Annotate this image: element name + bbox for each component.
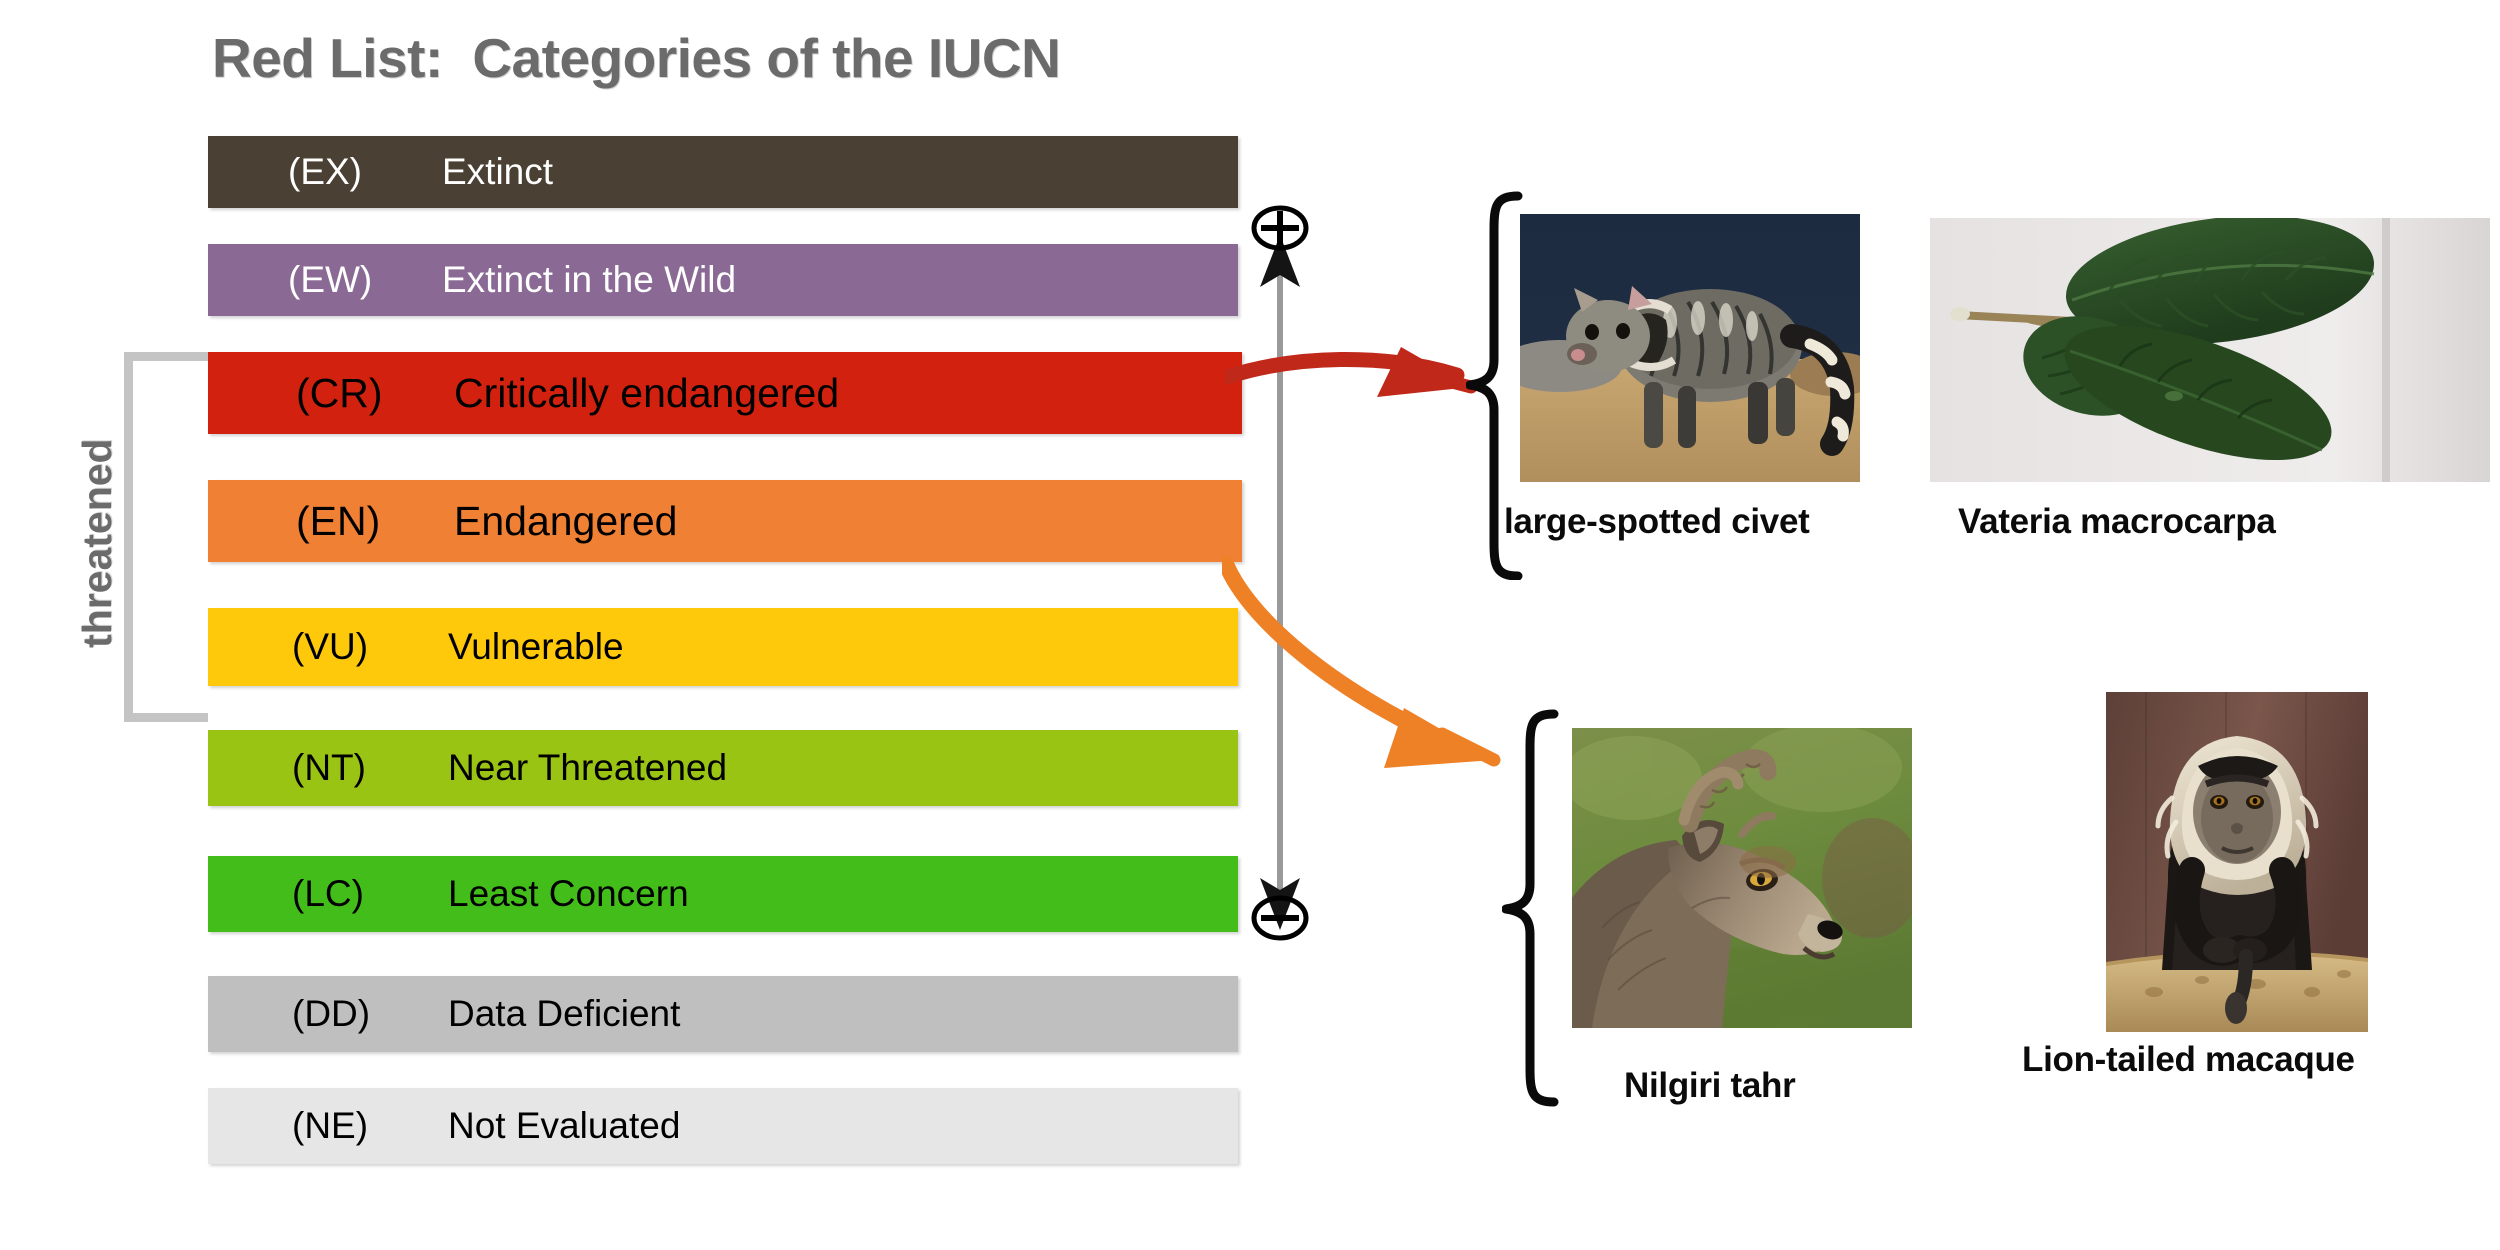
threatened-label: threatened [74, 438, 120, 648]
caption-nilgiri-tahr: Nilgiri tahr [1624, 1066, 1796, 1105]
brace-group-critically-endangered [1466, 191, 1523, 580]
category-code: (EX) [288, 151, 362, 192]
category-bar-ex[interactable]: (EX) Extinct [208, 136, 1238, 208]
category-code: (NT) [292, 747, 366, 788]
category-code: (DD) [292, 993, 371, 1034]
page-title: Red List: Categories of the IUCN [212, 27, 1061, 89]
photo-vateria-macrocarpa [1930, 218, 2490, 482]
photo-nilgiri-tahr [1572, 728, 1912, 1028]
category-code: (NE) [292, 1105, 369, 1146]
caption-vateria-macrocarpa: Vateria macrocarpa [1958, 502, 2276, 541]
category-name: Vulnerable [448, 626, 624, 667]
category-name: Not Evaluated [448, 1105, 681, 1146]
category-name: Near Threatened [448, 747, 728, 788]
threatened-bracket [124, 352, 208, 722]
plus-circle-icon [1251, 205, 1309, 251]
arrow-cr-to-examples [1225, 347, 1478, 397]
category-bar-dd[interactable]: (DD) Data Deficient [208, 976, 1238, 1052]
category-bar-vu[interactable]: (VU) Vulnerable [208, 608, 1238, 686]
caption-large-spotted-civet: large-spotted civet [1504, 502, 1810, 541]
category-name: Extinct in the Wild [442, 259, 737, 300]
category-code: (VU) [292, 626, 369, 667]
arrow-en-to-examples [1222, 556, 1501, 768]
caption-lion-tailed-macaque: Lion-tailed macaque [2022, 1040, 2355, 1079]
category-bar-cr[interactable]: (CR) Critically endangered [208, 352, 1242, 434]
photo-large-spotted-civet [1520, 214, 1860, 482]
category-name: Data Deficient [448, 993, 681, 1034]
category-name: Extinct [442, 151, 554, 192]
category-name: Least Concern [448, 873, 689, 914]
category-bar-ne[interactable]: (NE) Not Evaluated [208, 1088, 1238, 1164]
photo-lion-tailed-macaque [2106, 692, 2368, 1032]
category-name: Critically endangered [454, 369, 840, 416]
category-bar-lc[interactable]: (LC) Least Concern [208, 856, 1238, 932]
category-code: (EW) [288, 259, 373, 300]
minus-circle-icon [1251, 895, 1309, 941]
category-code: (CR) [296, 369, 383, 416]
category-bar-nt[interactable]: (NT) Near Threatened [208, 730, 1238, 806]
category-bar-en[interactable]: (EN) Endangered [208, 480, 1242, 562]
category-bar-ew[interactable]: (EW) Extinct in the Wild [208, 244, 1238, 316]
category-code: (LC) [292, 873, 364, 914]
category-code: (EN) [296, 497, 381, 544]
brace-group-endangered [1502, 709, 1559, 1107]
category-name: Endangered [454, 497, 678, 544]
